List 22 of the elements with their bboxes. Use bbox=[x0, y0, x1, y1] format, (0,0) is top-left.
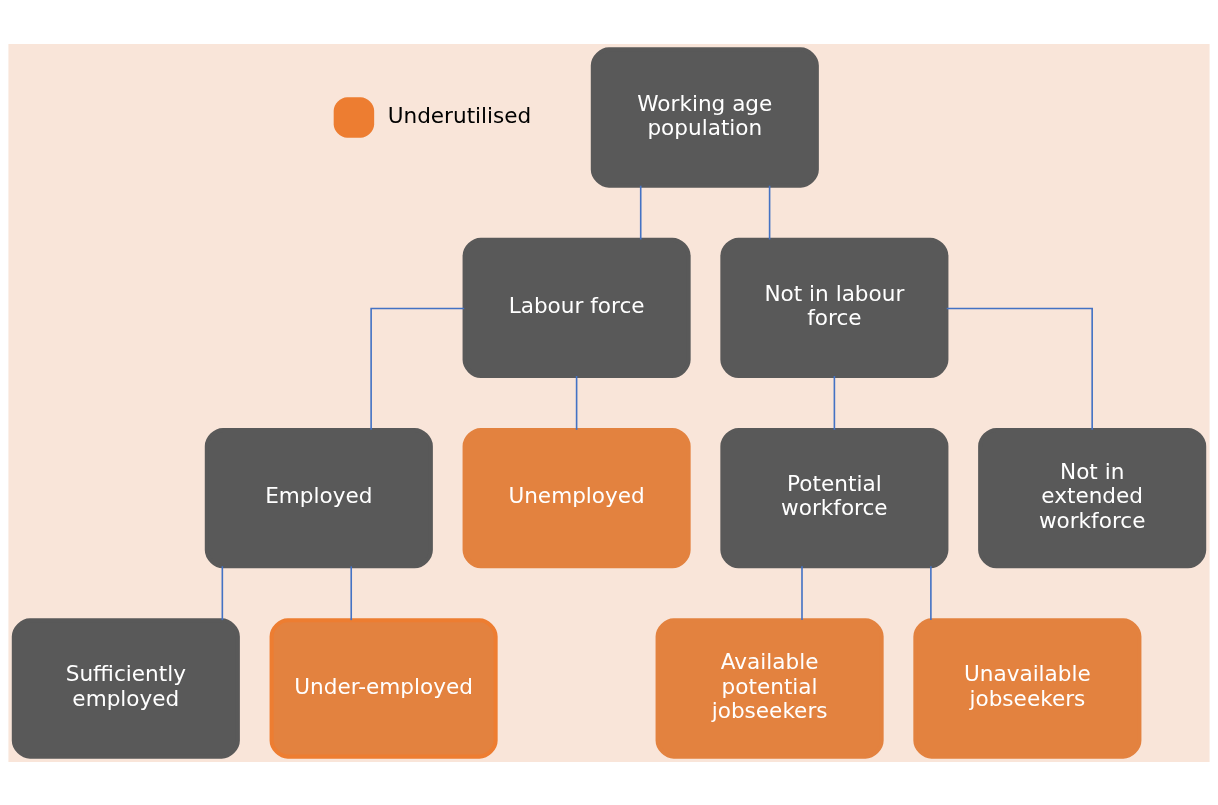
connector bbox=[350, 565, 353, 621]
connector bbox=[930, 565, 932, 621]
node-box: Not in extended workforce bbox=[978, 427, 1207, 568]
legend-label: Underutilised bbox=[387, 102, 532, 128]
node-box: Unemployed bbox=[462, 427, 691, 568]
node-box: Unavailable jobseekers bbox=[913, 617, 1142, 759]
connector bbox=[221, 565, 224, 621]
node-box: Not in labour force bbox=[720, 237, 949, 378]
connector bbox=[575, 374, 578, 431]
connector bbox=[945, 307, 1093, 430]
node-box: Under-employed bbox=[269, 617, 498, 759]
node-box: Employed bbox=[204, 427, 433, 568]
node-box: Available potential jobseekers bbox=[655, 617, 884, 759]
node-box: Potential workforce bbox=[720, 427, 949, 568]
node-box: Working age population bbox=[590, 46, 819, 188]
connector bbox=[801, 565, 803, 621]
connector bbox=[833, 374, 836, 431]
connector bbox=[639, 184, 642, 240]
node-box: Labour force bbox=[462, 237, 691, 378]
connector bbox=[370, 307, 466, 430]
node-box: Sufficiently employed bbox=[11, 617, 240, 759]
connector bbox=[768, 184, 771, 240]
